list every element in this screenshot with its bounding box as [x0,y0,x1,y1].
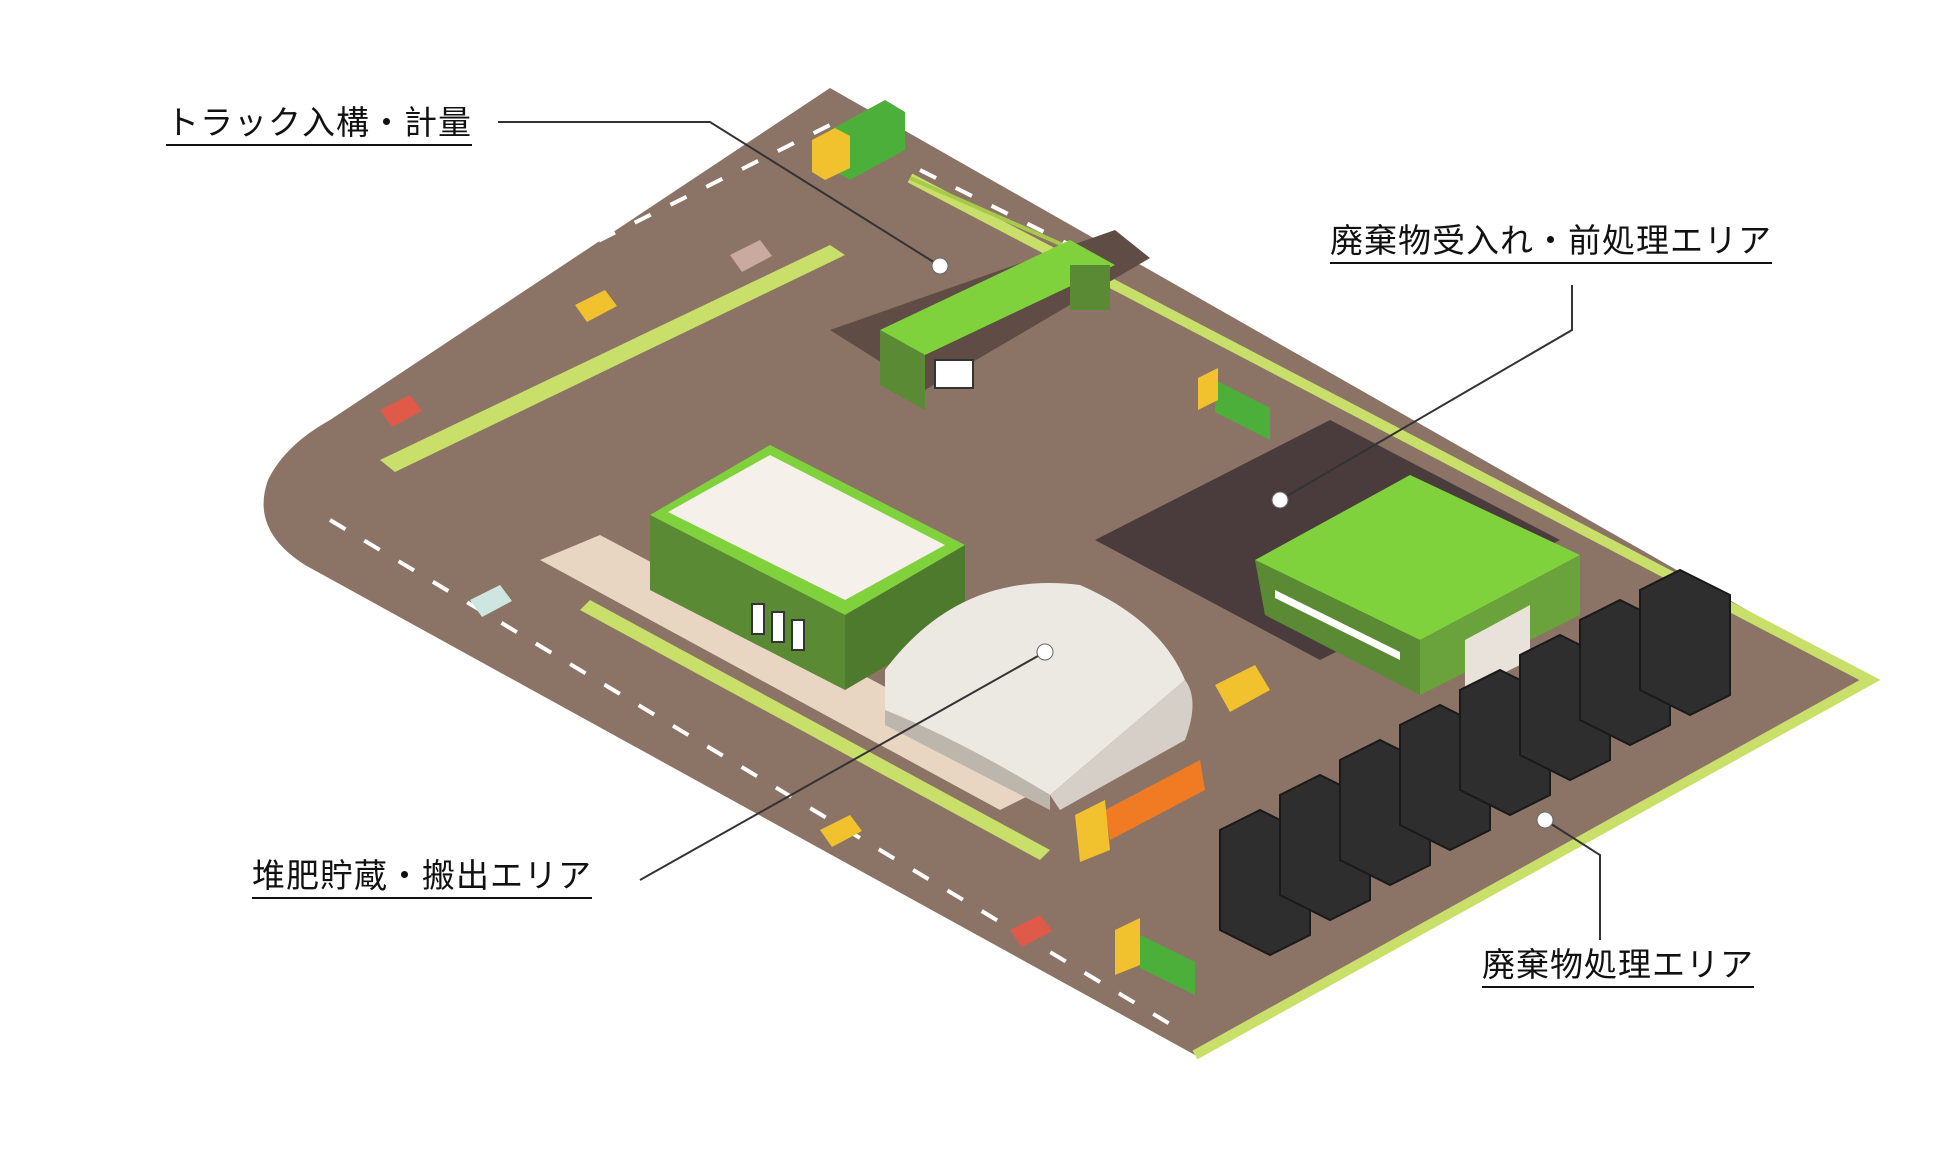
callout-dot-waste-receiving [1272,492,1288,508]
label-waste-receiving: 廃棄物受入れ・前処理エリア [1330,222,1772,264]
label-truck-entry: トラック入構・計量 [166,104,472,146]
label-compost-storage: 堆肥貯蔵・搬出エリア [252,857,592,899]
callout-dot-waste-processing [1537,812,1553,828]
label-waste-processing: 廃棄物処理エリア [1482,946,1754,988]
callout-dot-compost-storage [1037,644,1053,660]
callout-dot-truck-entry [932,258,948,274]
